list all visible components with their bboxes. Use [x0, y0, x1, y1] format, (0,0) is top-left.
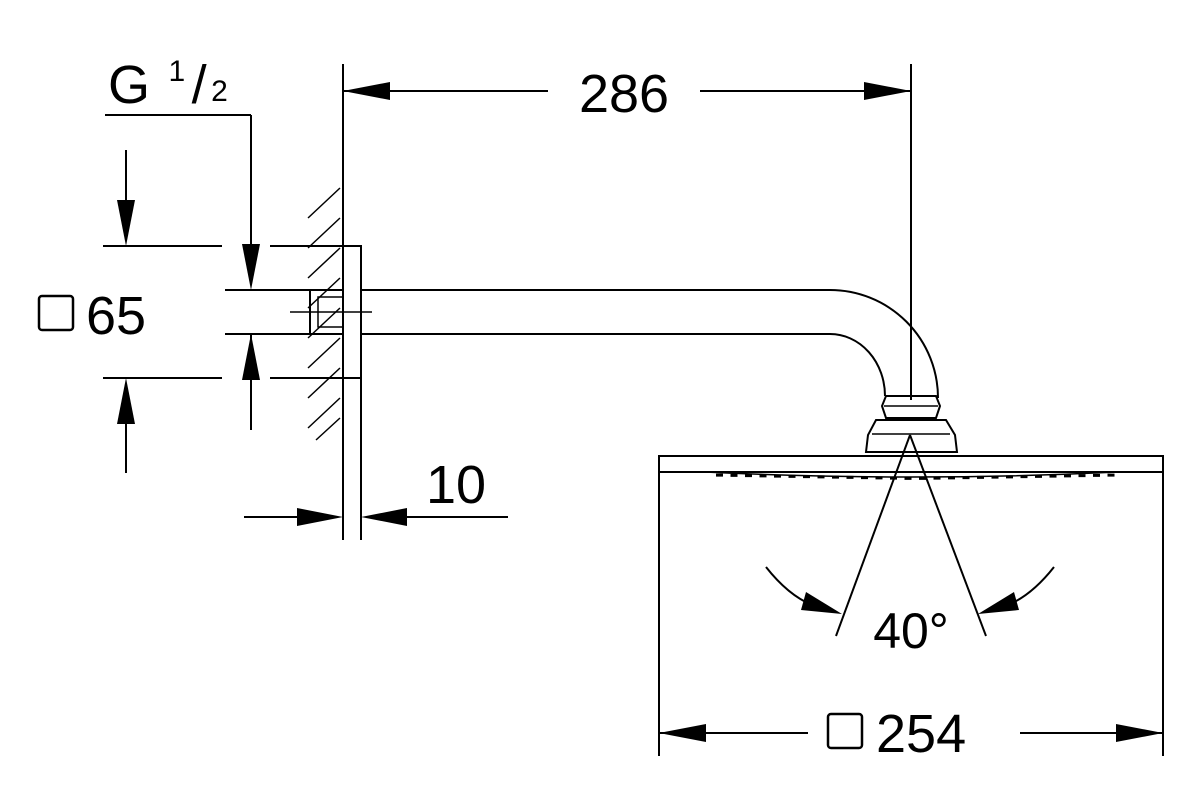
spray-cone-left-line — [835, 434, 911, 637]
arrow-286-left — [343, 82, 390, 100]
thread-label: G 1 / 2 — [108, 55, 228, 115]
thread-slash: / — [192, 55, 207, 115]
spray-nozzle — [1064, 474, 1071, 478]
spray-nozzle — [832, 475, 839, 479]
spray-nozzle — [875, 476, 883, 480]
spray-nozzle — [803, 475, 810, 479]
wall-hatching — [307, 187, 341, 441]
head-size-dimension: 254 — [658, 472, 1164, 764]
spray-angle-label: 40° — [873, 603, 949, 659]
spray-nozzle — [716, 473, 723, 477]
spray-nozzle — [948, 476, 955, 480]
spray-angle-indicator: 40° — [765, 434, 1055, 659]
spray-nozzle — [774, 474, 781, 478]
dimension-label-65: 65 — [86, 286, 146, 346]
angle-arrow-left — [801, 592, 842, 614]
arrow-65-top — [117, 200, 135, 246]
arrow-10-right — [361, 508, 407, 526]
dimension-label-254: 254 — [876, 704, 966, 764]
thread-arrow-down — [242, 244, 260, 290]
square-symbol-65 — [37, 294, 75, 332]
spray-nozzle — [933, 476, 941, 480]
dimension-label-286: 286 — [579, 64, 669, 124]
shower-head — [658, 455, 1164, 480]
spray-nozzle — [977, 475, 984, 479]
flange-size-dimension: 65 — [37, 150, 343, 473]
swivel-nut — [880, 395, 942, 419]
thread-arrow-up — [242, 334, 260, 380]
shower-arm — [290, 289, 939, 399]
spray-nozzle — [861, 476, 868, 480]
arrow-286-right — [864, 82, 911, 100]
spray-nozzle — [1006, 475, 1013, 479]
spray-nozzles — [716, 473, 1115, 480]
arrow-254-left — [659, 724, 706, 742]
swivel-joint — [864, 395, 959, 453]
flange-depth-dimension: 10 — [244, 378, 508, 540]
spray-nozzle — [817, 475, 825, 479]
arm-projection-dimension: 286 — [342, 64, 912, 400]
arrow-10-left — [297, 508, 343, 526]
spray-nozzle — [1020, 475, 1028, 479]
spray-nozzle — [1035, 474, 1042, 478]
shower-arm-outer — [361, 289, 939, 399]
spray-nozzle — [745, 474, 752, 478]
spray-nozzle — [1049, 474, 1057, 478]
shower-arm-inner — [361, 333, 886, 397]
dimension-label-10: 10 — [426, 455, 486, 515]
spray-nozzle — [1093, 473, 1100, 477]
arrow-254-right — [1116, 724, 1163, 742]
spray-nozzle — [788, 474, 796, 478]
shower-head-plate — [658, 455, 1164, 473]
spray-nozzle — [1078, 474, 1086, 478]
thread-callout: G 1 / 2 — [105, 55, 260, 430]
angle-arrow-right — [978, 592, 1019, 614]
spray-nozzle — [1107, 473, 1115, 477]
thread-denominator: 2 — [211, 75, 228, 108]
square-symbol-254 — [826, 712, 864, 750]
spray-nozzle — [962, 476, 970, 480]
spray-nozzle — [759, 474, 767, 478]
spray-nozzle — [991, 475, 999, 479]
spray-nozzle — [904, 476, 912, 480]
spray-nozzle — [730, 473, 738, 477]
spray-cone-right-line — [909, 434, 987, 637]
head-socket — [864, 419, 959, 453]
spray-nozzle — [919, 476, 926, 480]
thread-numerator: 1 — [168, 55, 185, 88]
thread-prefix: G — [108, 55, 150, 115]
arrow-65-bottom — [117, 378, 135, 424]
spray-nozzle — [846, 475, 854, 479]
wall — [307, 187, 344, 441]
